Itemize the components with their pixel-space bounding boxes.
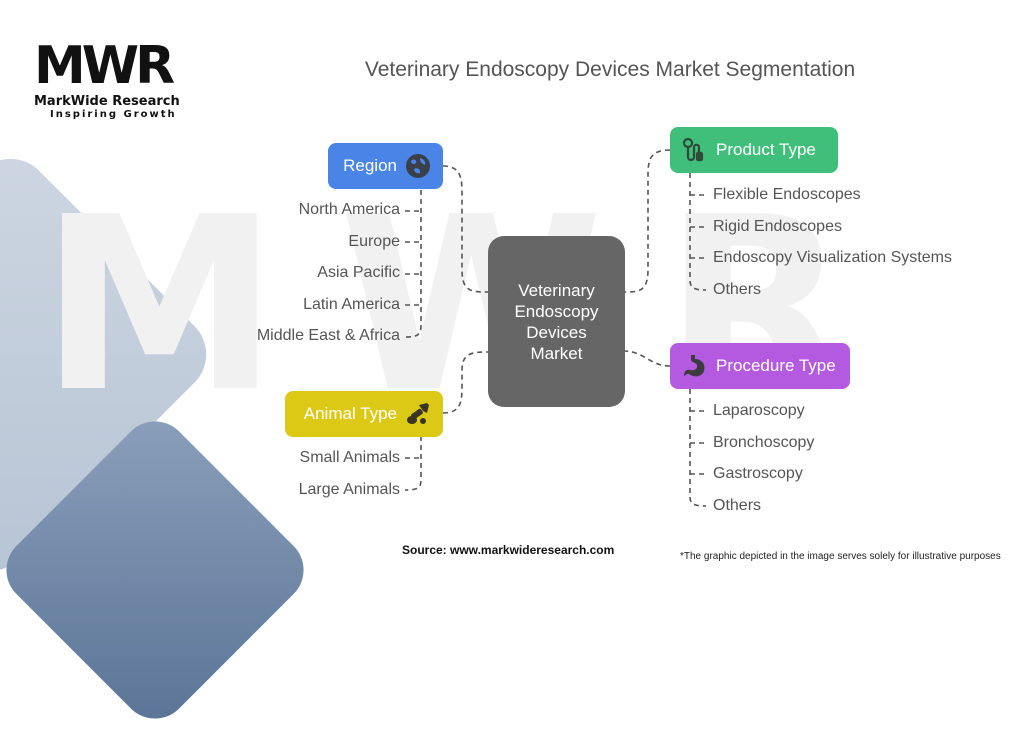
product-item: Rigid Endoscopes (713, 218, 842, 235)
logo: MWR MarkWide Research Inspiring Growth (34, 40, 194, 120)
region-item: North America (298, 201, 400, 218)
region-item: Europe (348, 233, 400, 250)
product-item: Flexible Endoscopes (713, 186, 861, 203)
segment-region-label: Region (343, 156, 397, 175)
center-label-line: Veterinary (518, 280, 595, 300)
disclaimer-text: *The graphic depicted in the image serve… (680, 551, 1001, 562)
logo-mark: MWR (34, 36, 175, 96)
segment-procedure-type: Procedure Type (670, 343, 850, 389)
source-text: Source: www.markwideresearch.com (402, 543, 615, 557)
center-label-line: Market (530, 343, 583, 363)
product-item: Others (713, 281, 762, 298)
procedure-item: Gastroscopy (713, 465, 803, 482)
animal-item: Large Animals (298, 481, 400, 498)
stomach-icon (682, 353, 708, 379)
connector-lines (404, 149, 707, 507)
procedure-item: Laparoscopy (713, 402, 805, 419)
animal-item: Small Animals (299, 449, 400, 466)
center-label-line: Endoscopy (514, 301, 599, 321)
segment-product-type: Product Type (670, 127, 838, 173)
center-node: Veterinary Endoscopy Devices Market (488, 236, 625, 407)
region-item: Middle East & Africa (256, 327, 400, 344)
segment-region: Region (328, 143, 443, 189)
logo-name: MarkWide Research (34, 94, 180, 109)
segment-procedure-type-label: Procedure Type (716, 356, 836, 375)
procedure-item: Others (713, 497, 762, 514)
logo-tagline: Inspiring Growth (50, 109, 177, 120)
procedure-item: Bronchoscopy (713, 434, 815, 451)
center-label-line: Devices (526, 322, 587, 342)
page-title: Veterinary Endoscopy Devices Market Segm… (364, 58, 856, 81)
region-item: Asia Pacific (317, 264, 400, 281)
segment-animal-type: Animal Type (285, 391, 443, 437)
product-item: Endoscopy Visualization Systems (713, 249, 952, 266)
globe-icon (405, 153, 431, 179)
stethoscope-icon (682, 137, 708, 163)
segment-animal-type-label: Animal Type (303, 404, 397, 423)
region-item: Latin America (303, 296, 400, 313)
segment-product-type-label: Product Type (716, 140, 816, 159)
animal-syringe-icon (405, 401, 431, 427)
